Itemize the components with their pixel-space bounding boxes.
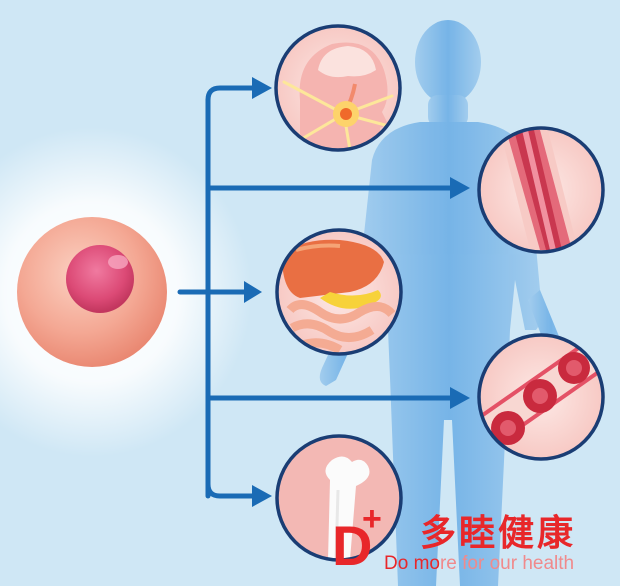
bone-icon — [275, 434, 403, 562]
brand-logo-icon: D + — [332, 500, 382, 577]
brand-block: 多睦健康 Do more for our health — [330, 498, 616, 582]
neuron-icon — [274, 24, 402, 152]
differentiation-arrows — [177, 85, 455, 499]
logo-letter: D — [332, 514, 372, 577]
brand-slogan: Do more for our health — [384, 553, 574, 575]
digestive-organs-icon — [275, 228, 403, 356]
logo-plus: + — [362, 500, 382, 538]
slogan-part2: re for our health — [439, 553, 575, 574]
stem-cell-icon — [17, 217, 167, 367]
muscle-icon — [477, 126, 605, 254]
blood-cells-icon — [477, 333, 605, 461]
brand-name: 多睦健康 — [420, 513, 577, 554]
slogan-part1: Do mo — [384, 553, 440, 574]
